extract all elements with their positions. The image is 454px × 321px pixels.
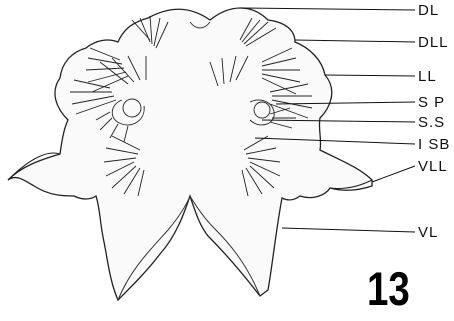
figure-number: 13 [367,265,410,312]
label-vl: VL [418,225,438,240]
label-dll: DLL [418,35,449,50]
specimen-outline [8,8,372,300]
label-ll: LL [418,69,437,84]
label-ss: S.S [418,115,445,130]
label-vll: VLL [418,159,448,174]
label-isb: I SB [418,137,450,152]
label-dl: DL [418,3,439,18]
label-sp: S P [418,95,445,110]
